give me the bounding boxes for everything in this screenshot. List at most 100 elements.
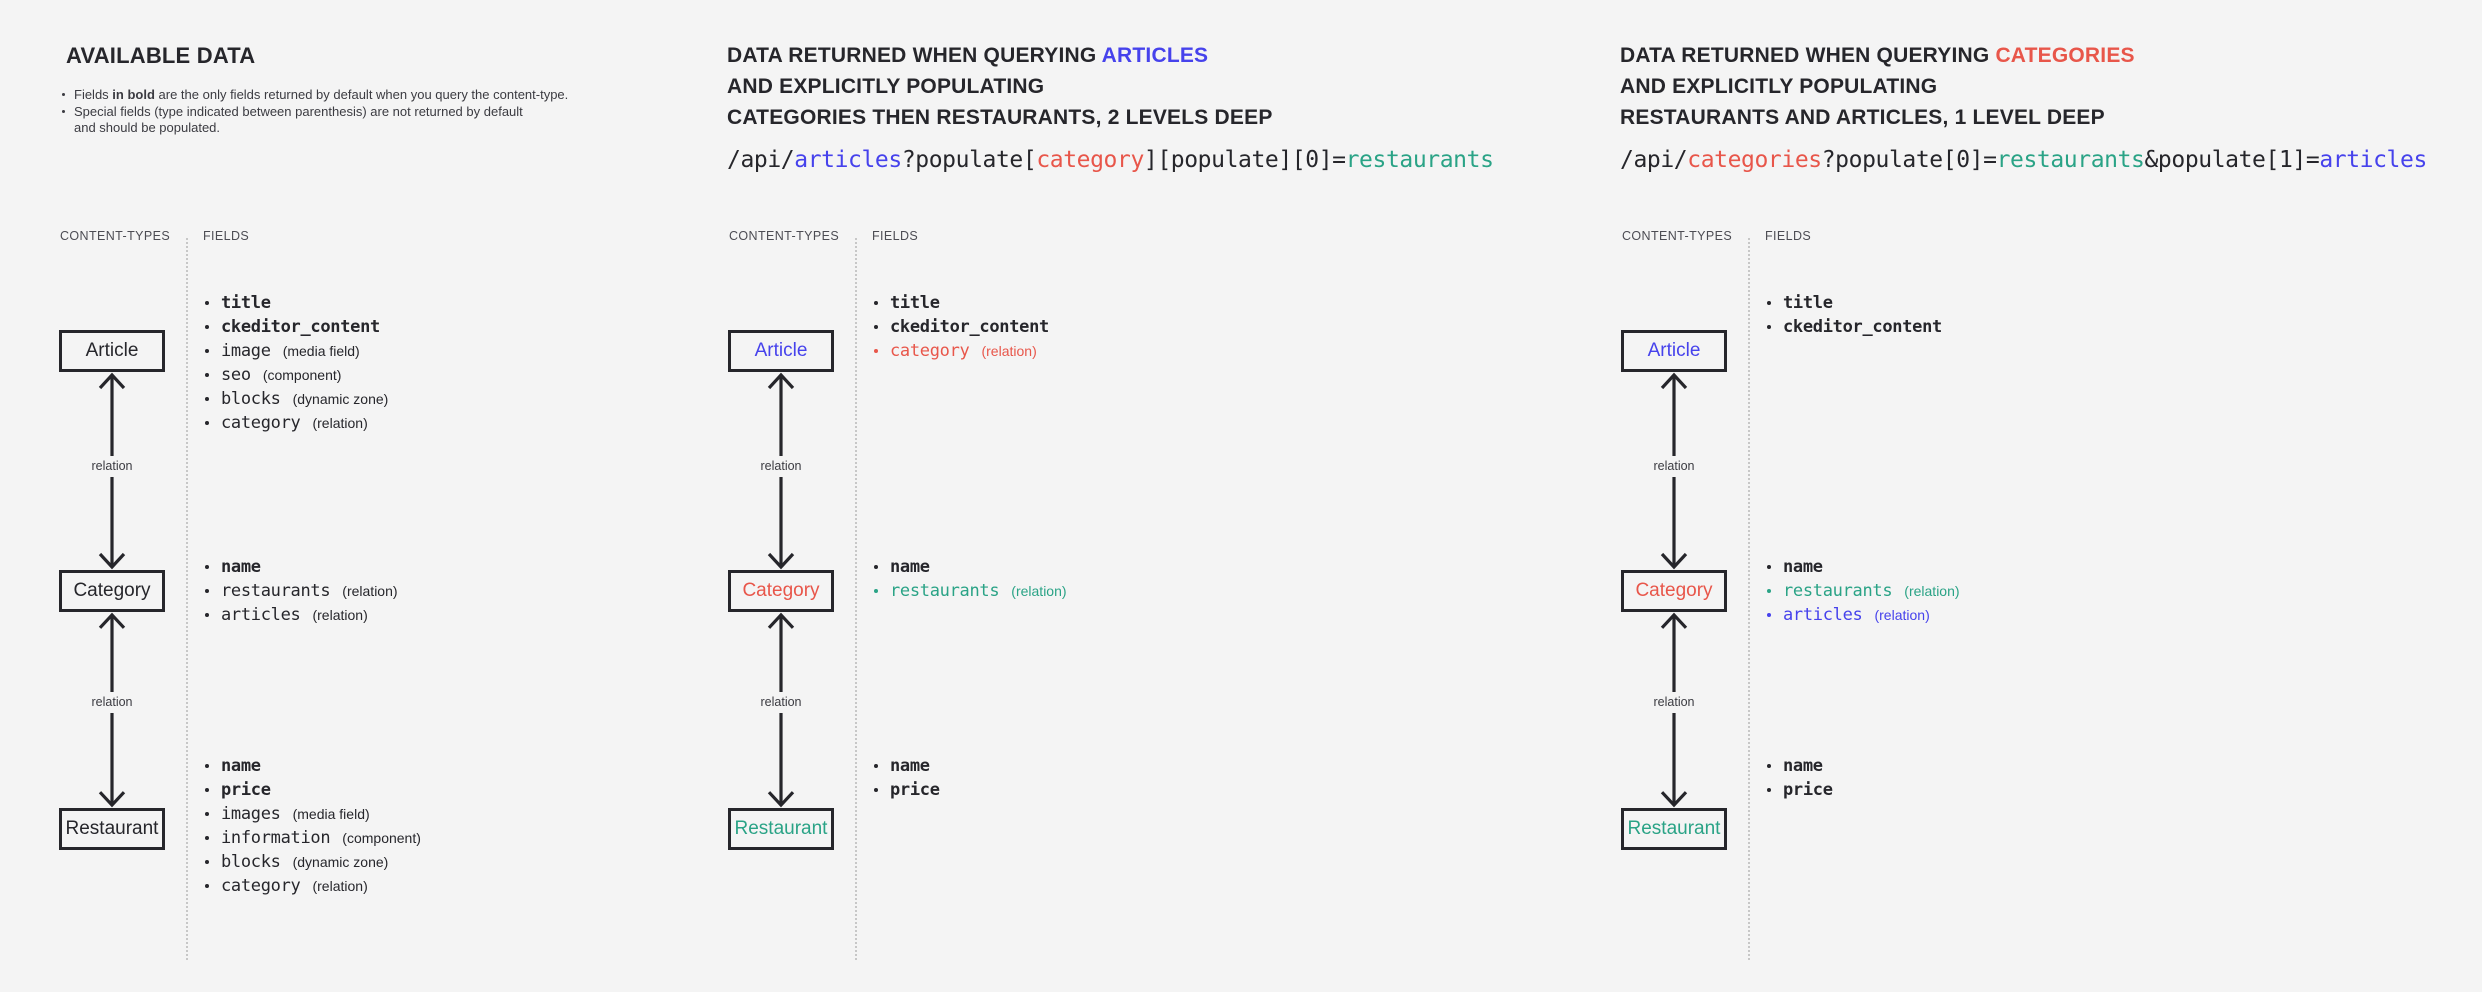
content-type-box-label: Restaurant	[1627, 818, 1721, 839]
field-row: restaurants(relation)	[874, 579, 1067, 603]
content-type-box-label: Restaurant	[734, 818, 828, 839]
column-divider	[186, 238, 188, 960]
content-type-box-label: Restaurant	[65, 818, 159, 839]
field-row: ckeditor_content	[205, 315, 388, 339]
bullet-dot	[205, 764, 209, 768]
content-type-box-label: Category	[73, 580, 151, 601]
bullet-dot	[205, 421, 209, 425]
field-text: seo(component)	[221, 365, 342, 385]
field-text: ckeditor_content	[221, 317, 380, 337]
field-row: name	[874, 555, 1067, 579]
field-text: name	[1783, 557, 1823, 577]
bullet-dot	[205, 812, 209, 816]
relation-label: relation	[1638, 692, 1710, 713]
field-text: price	[1783, 780, 1833, 800]
field-text: information(component)	[221, 828, 421, 848]
field-text: restaurants(relation)	[890, 581, 1067, 601]
field-row: name	[205, 754, 421, 778]
article-fields-list: title ckeditor_content image(media field…	[205, 291, 388, 435]
relation-label: relation	[1638, 456, 1710, 477]
column-divider	[855, 238, 857, 960]
bullet-dot	[205, 301, 209, 305]
bullet-dot	[874, 301, 878, 305]
field-text: price	[890, 780, 940, 800]
bullet-dot	[205, 325, 209, 329]
bullet-dot	[205, 884, 209, 888]
column-title-line: AND EXPLICITLY POPULATING	[1620, 75, 1938, 98]
api-query: /api/categories?populate[0]=restaurants&…	[1620, 147, 2427, 173]
api-query: /api/articles?populate[category][populat…	[727, 147, 1494, 173]
field-text: articles(relation)	[221, 605, 368, 625]
column-title-line: RESTAURANTS AND ARTICLES, 1 LEVEL DEEP	[1620, 106, 2105, 129]
bullet-dot	[1767, 589, 1771, 593]
field-row: name	[1767, 555, 1960, 579]
bullet-dot	[205, 565, 209, 569]
content-type-box-article: Article	[728, 330, 834, 372]
relation-label: relation	[76, 456, 148, 477]
field-row: category(relation)	[205, 411, 388, 435]
field-text: price	[221, 780, 271, 800]
field-text: ckeditor_content	[1783, 317, 1942, 337]
field-text: title	[1783, 293, 1833, 313]
column-title-line: AVAILABLE DATA	[66, 43, 256, 68]
fields-header: FIELDS	[203, 229, 250, 243]
bullet-dot	[62, 109, 65, 113]
note-item: Special fields (type indicated between p…	[62, 104, 682, 137]
relation-label: relation	[76, 692, 148, 713]
content-type-box-label: Article	[85, 340, 139, 361]
bullet-dot	[205, 836, 209, 840]
relation-label: relation	[745, 456, 817, 477]
bullet-dot	[62, 93, 65, 96]
bullet-dot	[205, 589, 209, 593]
field-text: category(relation)	[890, 341, 1037, 361]
bullet-dot	[205, 397, 209, 401]
field-text: restaurants(relation)	[221, 581, 398, 601]
content-type-box-category: Category	[728, 570, 834, 612]
field-text: blocks(dynamic zone)	[221, 852, 389, 872]
field-row: articles(relation)	[205, 603, 398, 627]
bullet-dot	[874, 325, 878, 329]
field-row: price	[1767, 778, 1833, 802]
bullet-dot	[874, 788, 878, 792]
field-text: name	[890, 756, 930, 776]
field-text: category(relation)	[221, 876, 368, 896]
note-text: Fields in bold are the only fields retur…	[74, 87, 569, 102]
field-text: name	[221, 756, 261, 776]
field-row: category(relation)	[874, 339, 1049, 363]
field-row: images(media field)	[205, 802, 421, 826]
field-row: price	[205, 778, 421, 802]
field-row: name	[1767, 754, 1833, 778]
content-type-box-article: Article	[59, 330, 165, 372]
field-row: image(media field)	[205, 339, 388, 363]
content-type-box-restaurant: Restaurant	[728, 808, 834, 850]
field-text: name	[1783, 756, 1823, 776]
field-row: restaurants(relation)	[1767, 579, 1960, 603]
field-text: image(media field)	[221, 341, 360, 361]
content-type-box-category: Category	[59, 570, 165, 612]
content-types-header: CONTENT-TYPES	[60, 229, 171, 243]
bullet-dot	[205, 349, 209, 353]
bullet-dot	[1767, 788, 1771, 792]
category-fields-list: name restaurants(relation) articles(rela…	[205, 555, 398, 627]
field-row: title	[874, 291, 1049, 315]
column-title-line: AND EXPLICITLY POPULATING	[727, 75, 1045, 98]
column-available-data: AVAILABLE DATA Fields in bold are the on…	[58, 0, 928, 992]
field-text: blocks(dynamic zone)	[221, 389, 389, 409]
field-text: title	[221, 293, 271, 313]
field-row: blocks(dynamic zone)	[205, 387, 388, 411]
note-item: Fields in bold are the only fields retur…	[62, 87, 682, 104]
restaurant-fields-list: name price images(media field) informati…	[205, 754, 421, 898]
field-row: name	[874, 754, 940, 778]
content-type-box-label: Category	[1635, 580, 1713, 601]
column-title: AVAILABLE DATA	[66, 40, 255, 71]
relation-label: relation	[745, 692, 817, 713]
content-type-box-label: Article	[1647, 340, 1701, 361]
content-types-header: CONTENT-TYPES	[729, 229, 840, 243]
bullet-dot	[1767, 613, 1771, 617]
content-type-box-category: Category	[1621, 570, 1727, 612]
field-text: restaurants(relation)	[1783, 581, 1960, 601]
